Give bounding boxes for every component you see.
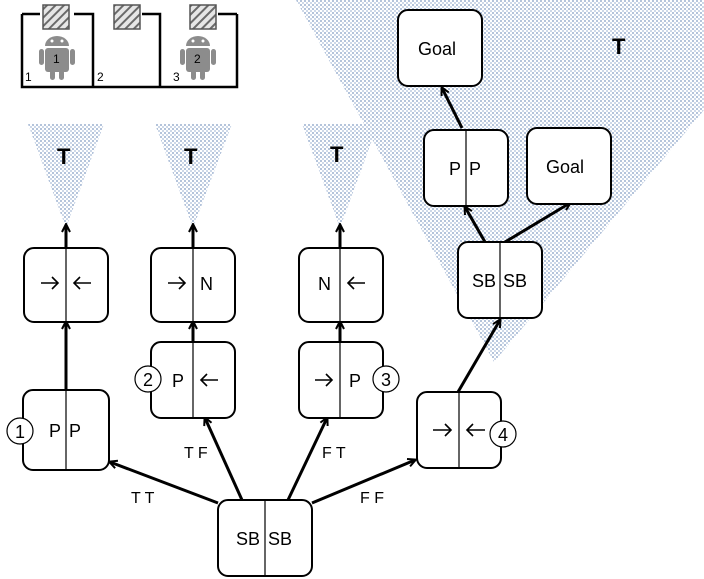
arrow-left-icon [199,373,218,387]
node-goal-2 [526,127,612,205]
cell-label-3: 3 [173,70,180,84]
pp2-left-label: P [449,159,461,179]
sb2-right-label: SB [503,271,527,291]
badge-4 [489,420,517,448]
pp2-right-label: P [469,159,481,179]
c3-left-label: N [318,274,331,294]
robot-icon [180,36,216,80]
arrow-right-icon [41,276,60,290]
robot-icon [39,36,75,80]
edge-root-n2 [205,418,244,501]
root-left-label: SB [236,529,260,549]
edge-pp2-goal1 [442,88,464,129]
badge-3 [372,365,400,393]
edge-label-tf: T F [184,445,208,462]
badge-4-label: 4 [498,425,508,445]
edge-sb2-pp2 [465,207,487,243]
badge-2 [134,365,162,393]
badge-3-label: 3 [381,370,391,390]
edge-root-n3 [286,418,327,501]
room-illustration: 1 2 1 2 3 [20,4,239,89]
subtree-label-1: T [57,144,71,169]
root-right-label: SB [268,529,292,549]
crate-icon [42,4,70,30]
arrow-left-icon [72,276,91,290]
subtree-label-3: T [330,142,344,167]
edge-sb2-goal2 [504,203,570,244]
arrow-left-icon [346,276,365,290]
crate-icon [113,4,141,30]
edge-root-n4 [311,460,415,505]
c2-right-label: N [200,274,213,294]
subtree-triangle-2 [155,124,232,228]
subtree-label-2: T [184,144,198,169]
robot-label-1: 1 [53,52,60,66]
badge-1-label: 1 [15,422,25,442]
n1-left-label: P [49,421,61,441]
goal-1-label: Goal [418,39,456,59]
edge-label-ft: F T [322,445,346,462]
subtree-triangle-3 [302,124,378,228]
n3-right-label: P [349,371,361,391]
n1-right-label: P [69,421,81,441]
crate-icon [189,4,217,30]
edges [66,88,570,505]
node-right-p [298,341,384,419]
node-n-left [298,247,384,323]
badge-1 [6,417,34,445]
arrow-right-icon [433,423,453,437]
arrow-left-icon [465,423,485,437]
edge-n4-sb2 [456,320,500,393]
node-goal-1 [397,9,483,87]
goal-2-label: Goal [546,157,584,177]
cell-label-2: 2 [97,70,104,84]
edge-root-n1 [110,462,219,505]
robot-label-2: 2 [194,52,201,66]
subtree-label-big: T [612,34,626,59]
cell-label-1: 1 [25,70,32,84]
n2-left-label: P [172,371,184,391]
node-dividers [65,130,501,576]
arrow-right-icon [168,276,187,290]
subtree-triangle-1 [28,124,104,228]
edge-label-tt: T T [131,490,155,507]
badge-2-label: 2 [143,370,153,390]
sb2-left-label: SB [472,271,496,291]
edge-label-ff: F F [360,490,384,507]
arrow-right-icon [315,373,334,387]
